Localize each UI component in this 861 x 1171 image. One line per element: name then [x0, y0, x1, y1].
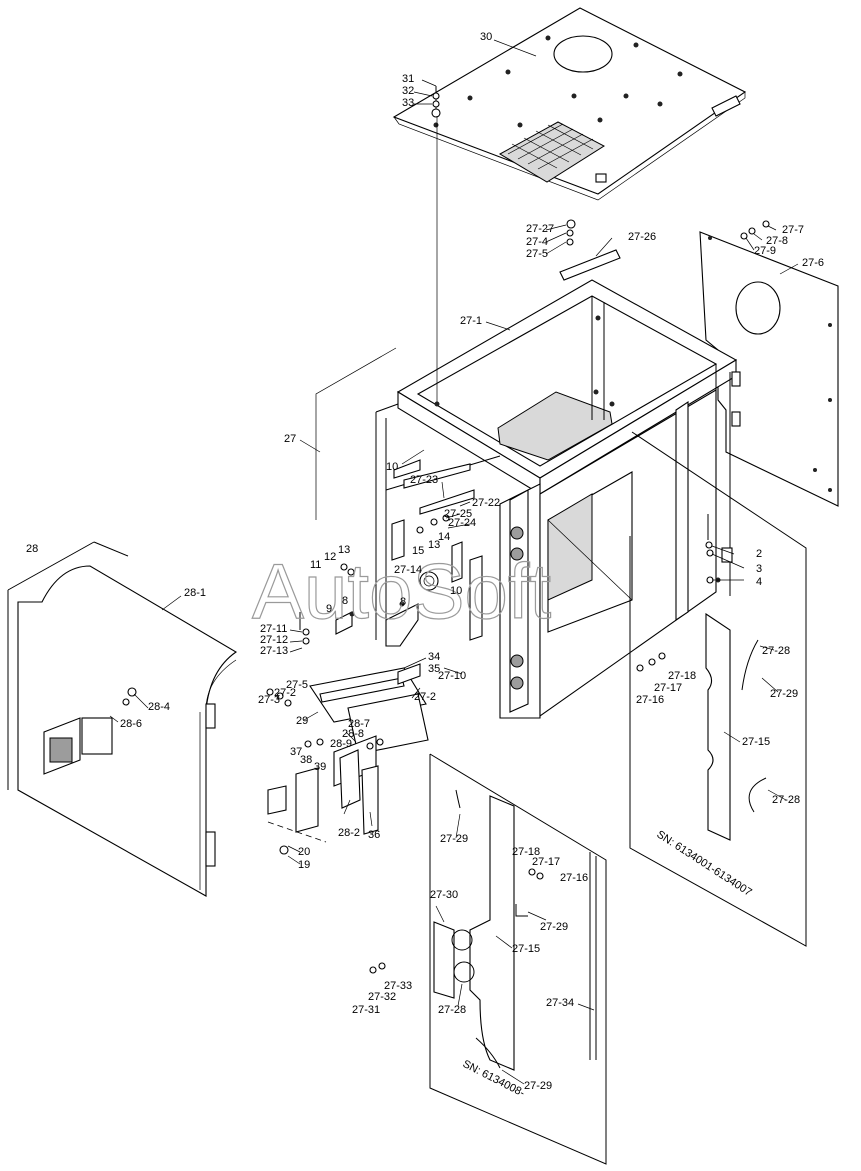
serial-note-lower: SN: 6134008- [461, 1058, 527, 1100]
callout-8-left: 8 [342, 595, 348, 607]
door-hardware [266, 663, 429, 855]
callout-10-upper: 10 [386, 461, 398, 473]
callout-27-16-upper: 27-16 [636, 694, 664, 706]
cab-door [7, 541, 238, 897]
callout-29: 29 [296, 715, 308, 727]
leader-lines [109, 39, 799, 1085]
callout-27-29-mid: 27-29 [440, 833, 468, 845]
callout-28-4: 28-4 [148, 701, 170, 713]
callout-28-8: 28-8 [342, 728, 364, 740]
callout-2: 2 [756, 548, 762, 560]
callout-27-16-lower: 27-16 [560, 872, 588, 884]
callout-27-2-upper: 27-2 [274, 687, 296, 699]
callout-27-18-lower: 27-18 [512, 846, 540, 858]
callout-28-9: 28-9 [330, 738, 352, 750]
callout-27-12: 27-12 [260, 634, 288, 646]
hardware-top [299, 86, 770, 645]
callout-27-17-lower: 27-17 [532, 856, 560, 868]
callout-28-2: 28-2 [338, 827, 360, 839]
callout-13-lower: 13 [428, 539, 440, 551]
callout-28-1: 28-1 [184, 587, 206, 599]
callout-27-29-bottom: 27-29 [524, 1080, 552, 1092]
callout-27-11: 27-11 [260, 623, 287, 635]
callout-10-lower: 10 [450, 585, 462, 597]
callout-27-1: 27-1 [460, 315, 482, 327]
callout-36: 36 [368, 829, 380, 841]
side-panel [699, 231, 839, 507]
callout-27-30: 27-30 [430, 889, 458, 901]
callout-27-28-lower: 27-28 [438, 1004, 466, 1016]
callout-27-27: 27-27 [526, 223, 554, 235]
cab-frame [335, 279, 741, 719]
callout-27-31: 27-31 [352, 1004, 380, 1016]
callout-27-10: 27-10 [438, 670, 466, 682]
callout-27-13: 27-13 [260, 645, 288, 657]
callout-15: 15 [412, 545, 424, 557]
callout-27-18-upper: 27-18 [668, 670, 696, 682]
callout-27-5-hinge: 27-5 [286, 679, 308, 691]
callout-27-28-upper: 27-28 [762, 645, 790, 657]
callout-33: 33 [402, 97, 414, 109]
callout-27-4: 27-4 [526, 236, 548, 248]
callout-11: 11 [310, 559, 321, 571]
callout-4: 4 [756, 576, 762, 588]
callout-38: 38 [300, 754, 312, 766]
callout-labels: 30 31 32 33 27-27 27-4 27-5 27-26 27-7 2… [26, 31, 824, 1092]
callout-28-6: 28-6 [120, 718, 142, 730]
serial-note-upper: SN: 6134001-6134007 [654, 828, 753, 898]
callout-27-26: 27-26 [628, 231, 656, 243]
callout-27-22: 27-22 [472, 497, 500, 509]
callout-37: 37 [290, 746, 302, 758]
callout-27-29-lower: 27-29 [540, 921, 568, 933]
callout-32: 32 [402, 85, 414, 97]
callout-14-upper: 14 [438, 531, 450, 543]
callout-27-15-lower: 27-15 [512, 943, 540, 955]
callout-27-25: 27-25 [444, 508, 472, 520]
callout-13-upper: 13 [338, 544, 350, 556]
callout-8-right: 8 [400, 596, 406, 608]
callout-27-3: 27-3 [258, 694, 280, 706]
callout-27-28-mid: 27-28 [772, 794, 800, 806]
callout-12: 12 [324, 551, 336, 563]
callout-30: 30 [480, 31, 492, 43]
callout-27: 27 [284, 433, 296, 445]
callout-34: 34 [428, 651, 440, 663]
callout-28: 28 [26, 543, 38, 555]
top-cover-plate [392, 7, 747, 201]
callout-27-9: 27-9 [754, 245, 776, 257]
callout-27-7: 27-7 [782, 224, 804, 236]
callout-27-24: 27-24 [448, 517, 476, 529]
callout-27-8: 27-8 [766, 235, 788, 247]
callout-3: 3 [756, 563, 762, 575]
callout-27-33: 27-33 [384, 980, 412, 992]
callout-9: 9 [326, 603, 332, 615]
callout-27-5: 27-5 [526, 248, 548, 260]
callout-20: 20 [298, 846, 310, 858]
callout-31: 31 [402, 73, 414, 85]
watermark: AutoSoft [252, 547, 552, 635]
callout-39: 39 [314, 761, 326, 773]
callout-27-34: 27-34 [546, 997, 574, 1009]
callout-28-7: 28-7 [348, 718, 370, 730]
lower-serial-variant [369, 753, 607, 1165]
callout-27-29-upper: 27-29 [770, 688, 798, 700]
callout-19: 19 [298, 859, 310, 871]
callout-27-14: 27-14 [394, 564, 422, 576]
upper-serial-variant [629, 431, 807, 947]
callout-27-17-upper: 27-17 [654, 682, 682, 694]
callout-27-32: 27-32 [368, 991, 396, 1003]
callout-27-6: 27-6 [802, 257, 824, 269]
callout-27-15-upper: 27-15 [742, 736, 770, 748]
callout-27-23: 27-23 [410, 474, 438, 486]
callout-35: 35 [428, 663, 440, 675]
callout-27-2-lower: 27-2 [414, 691, 436, 703]
